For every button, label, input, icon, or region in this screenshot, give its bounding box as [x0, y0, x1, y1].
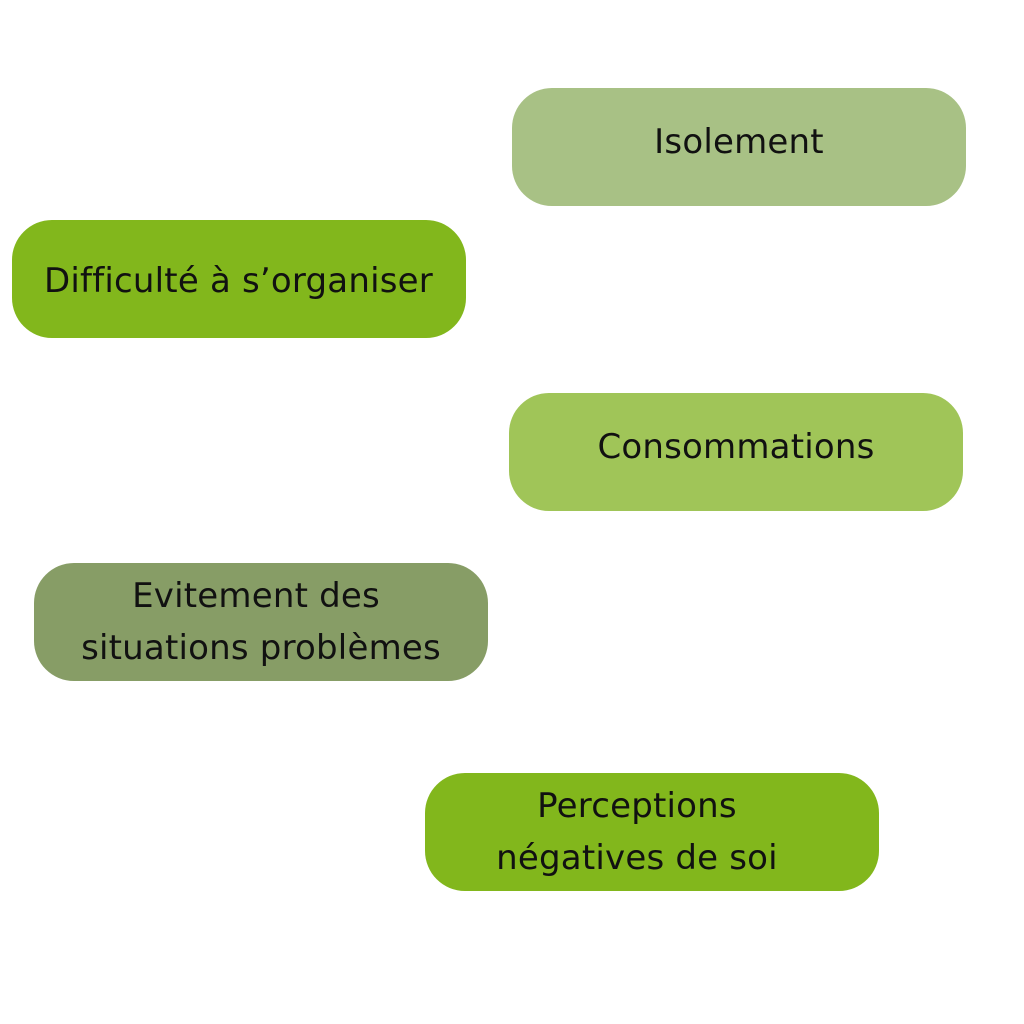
box-label: Isolement: [654, 122, 824, 162]
box-evitement: Evitement des situations problèmes: [34, 563, 488, 681]
box-label: Consommations: [597, 427, 875, 467]
box-label-line-1: Evitement des: [132, 576, 380, 616]
box-label-line-2: négatives de soi: [496, 838, 778, 878]
box-label-line-1: Perceptions: [537, 786, 737, 826]
box-isolement: Isolement: [512, 88, 966, 206]
box-perceptions: Perceptions négatives de soi: [425, 773, 879, 891]
box-consommations: Consommations: [509, 393, 963, 511]
box-label: Difficulté à s’organiser: [44, 261, 433, 301]
box-label-line-2: situations problèmes: [81, 628, 441, 668]
box-difficulte-organiser: Difficulté à s’organiser: [12, 220, 466, 338]
